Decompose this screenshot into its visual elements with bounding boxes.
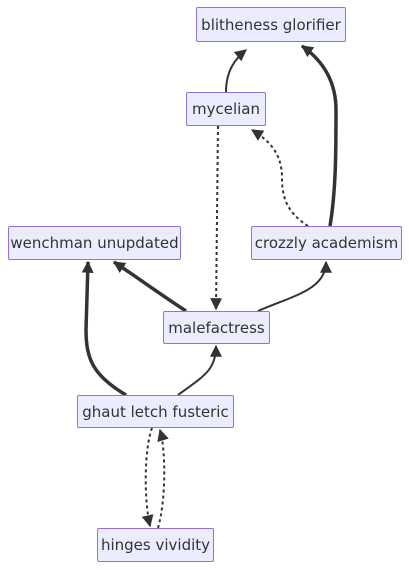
node-blitheness-glorifier[interactable]: blitheness glorifier (196, 7, 346, 42)
node-malefactress[interactable]: malefactress (163, 311, 270, 344)
node-ghaut-letch-fusteric[interactable]: ghaut letch fusteric (77, 395, 234, 428)
edge-ghaut-letch-fusteric-to-hinges-vividity (141, 427, 154, 528)
edge-ghaut-letch-fusteric-to-malefactress (177, 344, 222, 396)
node-wenchman-unupdated[interactable]: wenchman unupdated (8, 226, 181, 260)
edge-ghaut-letch-fusteric-to-wenchman-unupdated (81, 260, 127, 397)
node-mycelian[interactable]: mycelian (186, 92, 266, 126)
edge-crozzly-academism-to-mycelian (250, 129, 309, 227)
edge-malefactress-to-crozzly-academism (257, 260, 332, 312)
edge-mycelian-to-blitheness-glorifier (225, 49, 247, 93)
edge-crozzly-academism-to-blitheness-glorifier (300, 44, 338, 227)
node-hinges-vividity[interactable]: hinges vividity (97, 528, 214, 562)
edge-hinges-vividity-to-ghaut-letch-fusteric (157, 428, 169, 529)
node-crozzly-academism[interactable]: crozzly academism (251, 226, 402, 260)
edge-mycelian-to-malefactress (210, 125, 223, 311)
edge-malefactress-to-wenchman-unupdated (113, 260, 187, 313)
